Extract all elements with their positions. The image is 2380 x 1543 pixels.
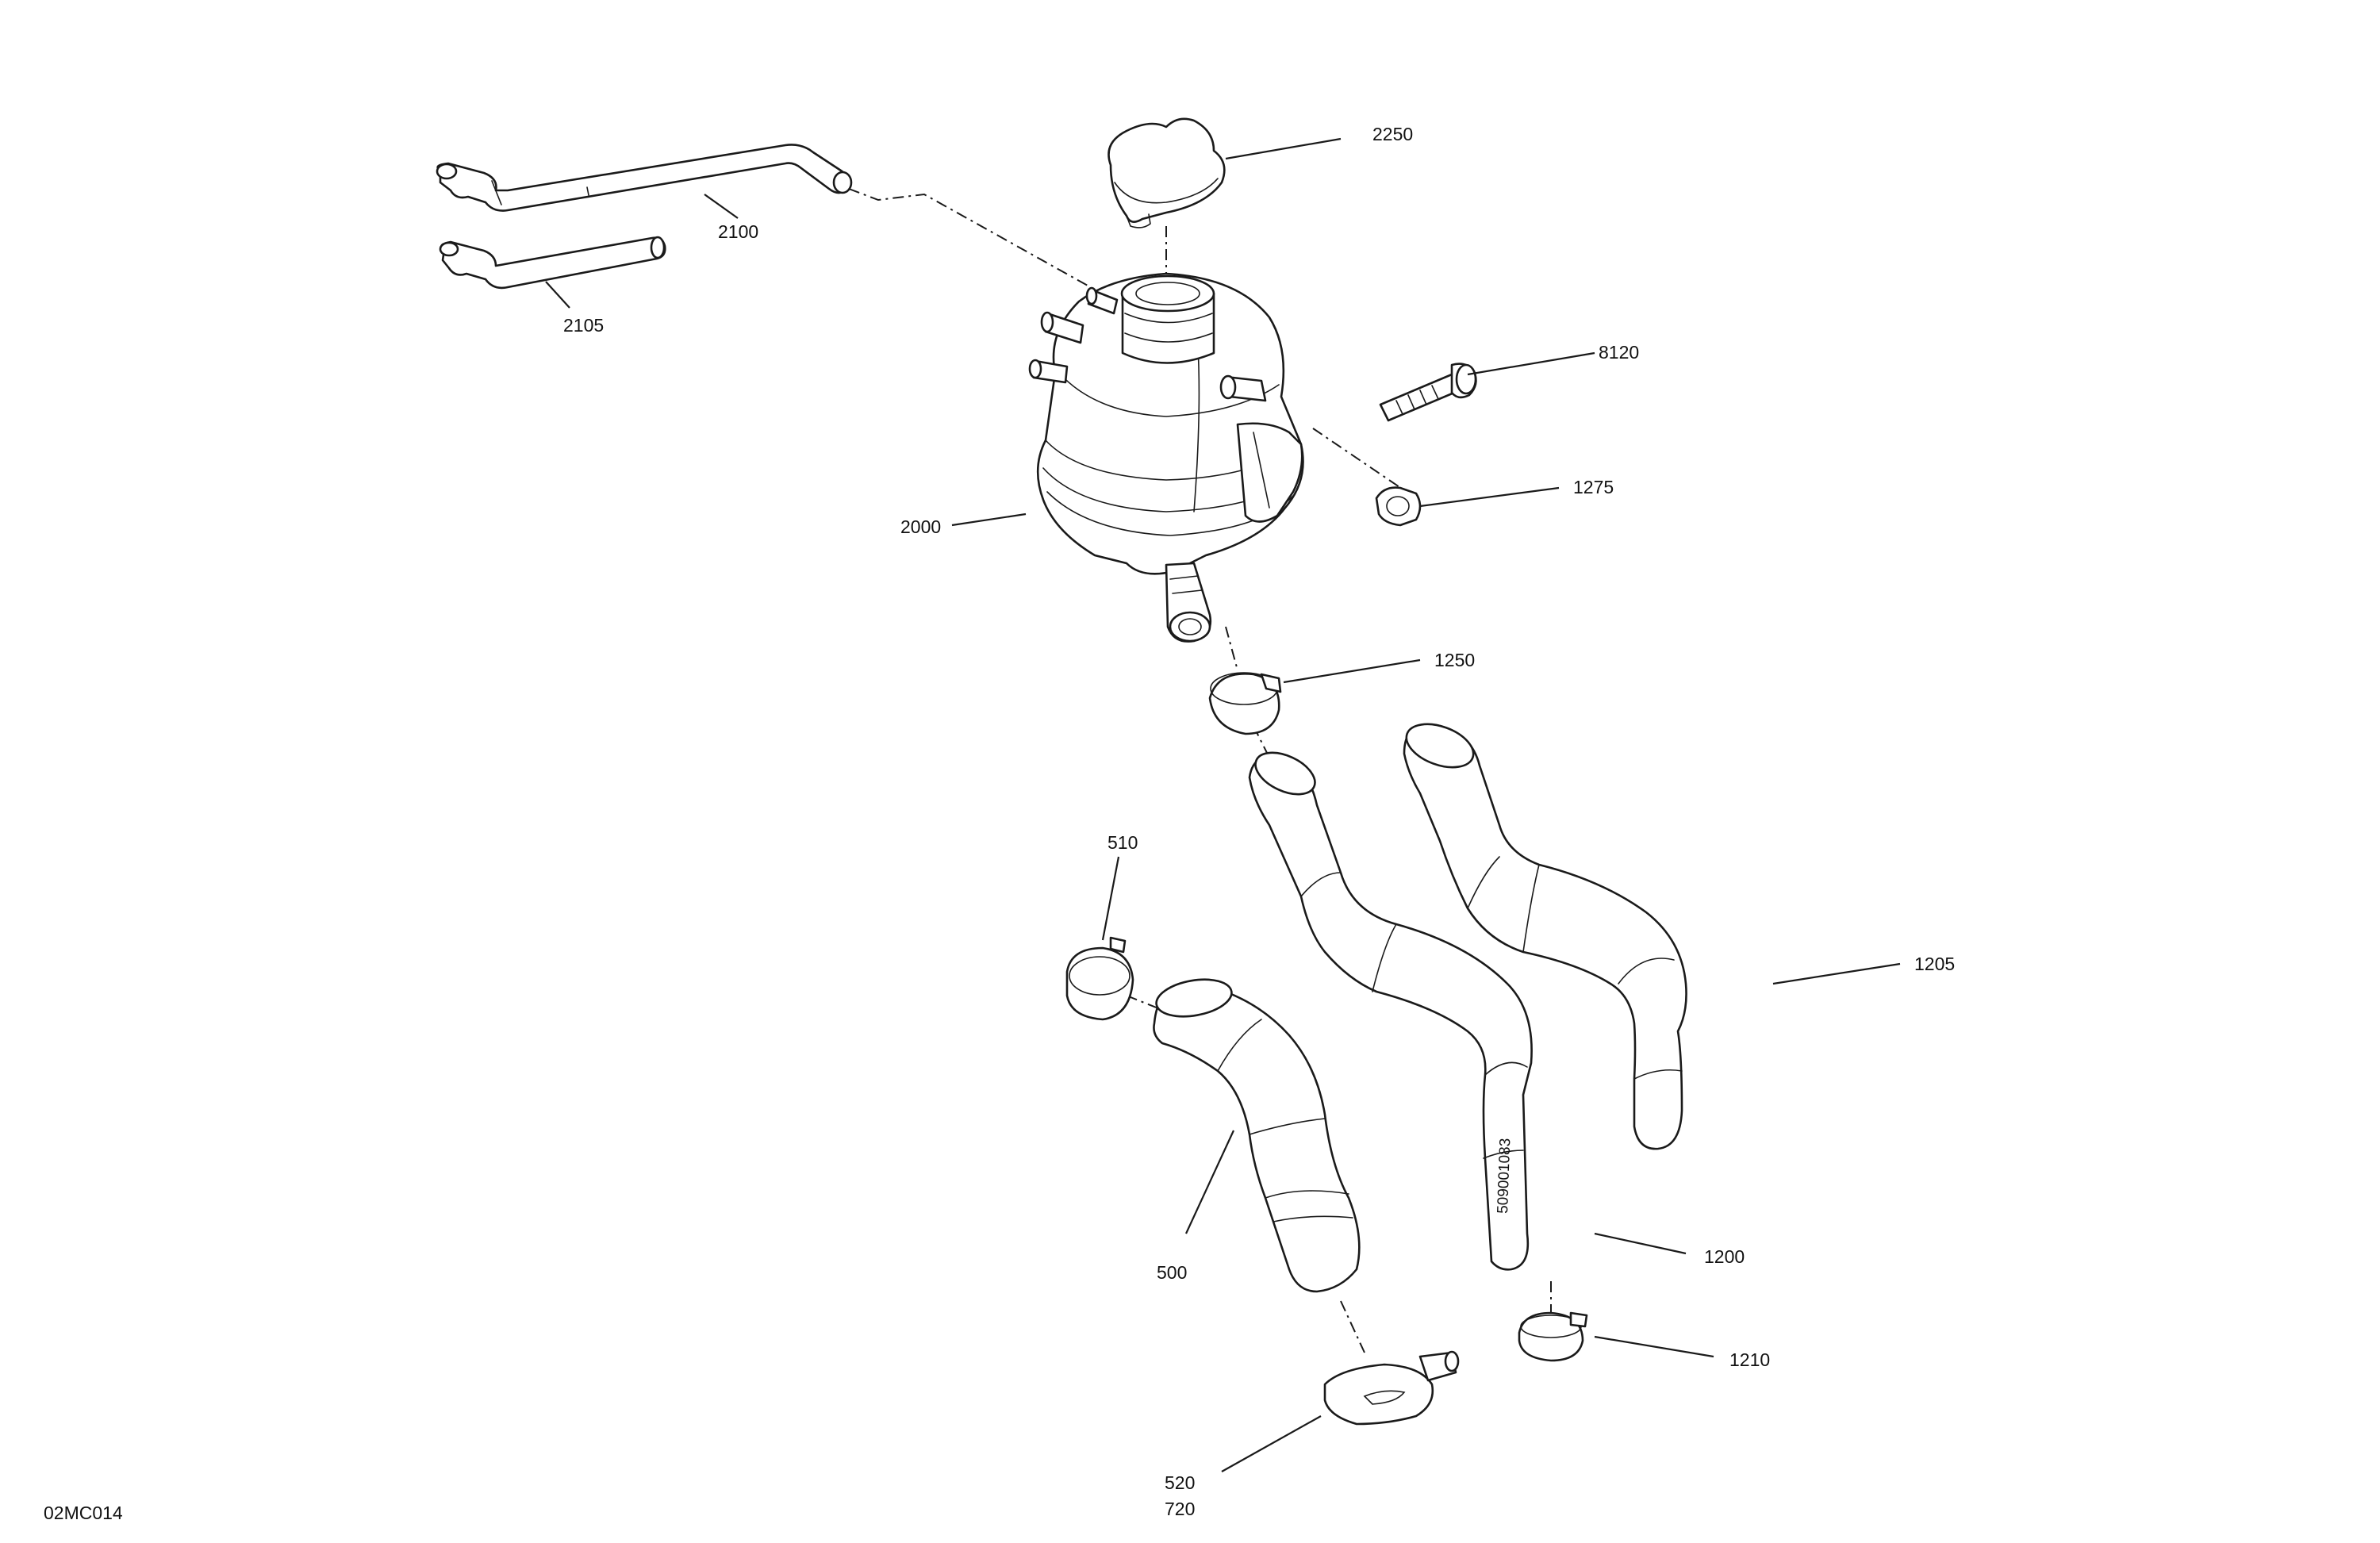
leader-lines [545,137,1901,1472]
pressure-cap-2250 [1107,117,1226,228]
vent-hose-2105 [439,236,666,290]
nut-1275 [1375,486,1422,527]
expansion-tank-2000 [1028,272,1304,643]
callout-720: 720 [1165,1499,1195,1519]
clamp-510 [1065,936,1134,1021]
callout-2000: 2000 [900,516,941,537]
callout-500: 500 [1157,1262,1187,1283]
bolt-8120 [1379,363,1477,422]
clamp-520-720 [1323,1350,1460,1426]
coolant-hose-1205 [1403,723,1687,1150]
callout-1200: 1200 [1704,1246,1745,1267]
callouts: 2250 2100 2105 8120 1275 2000 1250 510 1… [563,124,1955,1519]
clamp-1250 [1208,672,1282,735]
vent-hose-2100 [436,144,853,212]
callout-510: 510 [1107,832,1138,853]
callout-2250: 2250 [1372,124,1413,144]
callout-1250: 1250 [1434,650,1475,670]
coolant-hose-500 [1153,978,1361,1293]
callout-1205: 1205 [1914,954,1955,974]
callout-520: 520 [1165,1472,1195,1493]
callout-8120: 8120 [1599,342,1639,363]
figure-id: 02MC014 [44,1503,123,1523]
coolant-hose-1200: 509001083 [1248,751,1533,1271]
callout-2100: 2100 [718,221,758,242]
clamp-1210 [1518,1311,1588,1362]
callout-1210: 1210 [1729,1349,1770,1370]
callout-2105: 2105 [563,315,604,336]
callout-1275: 1275 [1573,477,1614,497]
hose-marking: 509001083 [1495,1138,1514,1214]
